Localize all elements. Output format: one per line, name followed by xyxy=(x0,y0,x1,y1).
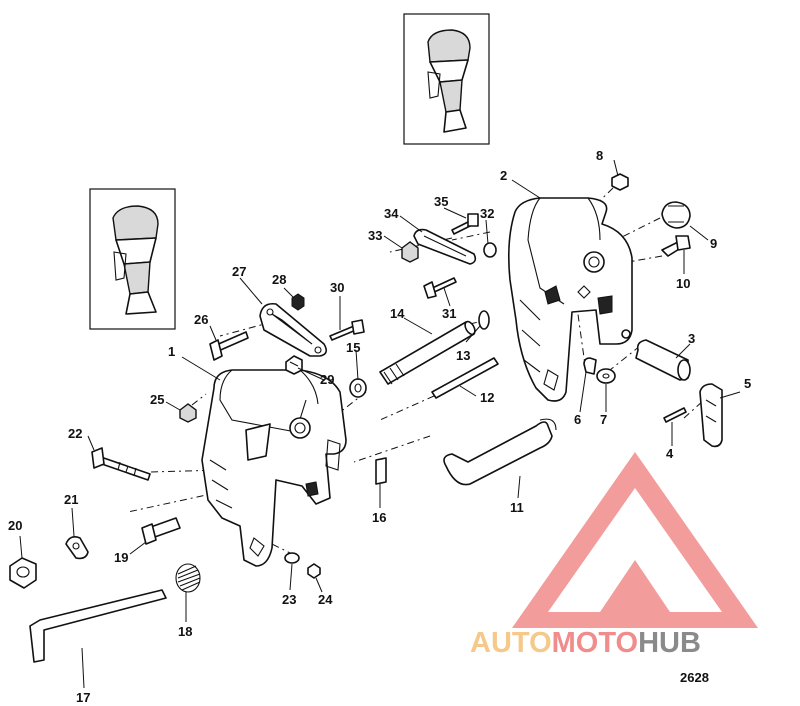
callout-28: 28 xyxy=(272,272,286,287)
callout-29: 29 xyxy=(320,372,334,387)
leader-lines xyxy=(19,159,741,689)
callout-30: 30 xyxy=(330,280,344,295)
part-21-tab-washer xyxy=(65,536,89,560)
callout-4: 4 xyxy=(666,446,674,461)
callout-11: 11 xyxy=(510,500,524,515)
part-8-nut xyxy=(611,173,629,191)
watermark-logo-icon xyxy=(512,452,758,628)
callout-20: 20 xyxy=(8,518,22,533)
outboard-motor-icon xyxy=(112,205,159,315)
callout-21: 21 xyxy=(64,492,78,507)
callout-13: 13 xyxy=(456,348,470,363)
part-18-spring xyxy=(175,563,201,593)
part-15-washer xyxy=(349,378,367,398)
part-1-left-bracket xyxy=(201,369,347,567)
callout-24: 24 xyxy=(318,592,333,607)
callout-10: 10 xyxy=(676,276,690,291)
part-25-nut xyxy=(179,403,197,423)
part-33-nut xyxy=(401,241,419,263)
part-30-bolt xyxy=(329,319,365,341)
part-3-pin xyxy=(635,339,691,381)
callout-14: 14 xyxy=(390,306,405,321)
callout-16: 16 xyxy=(372,510,386,525)
part-10-bolt xyxy=(661,235,691,257)
part-28-nut xyxy=(291,293,305,311)
part-5-clip xyxy=(699,383,723,448)
callout-32: 32 xyxy=(480,206,494,221)
callout-18: 18 xyxy=(178,624,192,639)
outboard-motor-icon xyxy=(427,29,471,133)
part-19-bolt xyxy=(141,517,181,545)
callout-7: 7 xyxy=(600,412,607,427)
part-4-small-pin xyxy=(663,407,687,423)
callout-1: 1 xyxy=(168,344,175,359)
callout-34: 34 xyxy=(384,206,399,221)
callout-15: 15 xyxy=(346,340,360,355)
callout-31: 31 xyxy=(442,306,456,321)
part-32-washer xyxy=(483,242,497,258)
callout-6: 6 xyxy=(574,412,581,427)
part-16-plate xyxy=(375,457,387,485)
callout-2: 2 xyxy=(500,168,507,183)
callout-19: 19 xyxy=(114,550,128,565)
callout-12: 12 xyxy=(480,390,494,405)
part-31-bolt xyxy=(423,277,457,299)
callout-22: 22 xyxy=(68,426,82,441)
callout-33: 33 xyxy=(368,228,382,243)
callout-17: 17 xyxy=(76,690,90,705)
part-34-link xyxy=(413,228,477,265)
callout-8: 8 xyxy=(596,148,603,163)
part-17-crank-rod xyxy=(29,589,167,663)
part-13-washer xyxy=(478,310,490,330)
part-26-bolt xyxy=(209,331,249,361)
part-27-link-plate xyxy=(259,302,328,357)
callout-9: 9 xyxy=(710,236,717,251)
part-29-nut xyxy=(285,355,303,375)
watermark-auto: AUTO xyxy=(470,627,552,659)
part-6-screw xyxy=(583,357,597,375)
part-11-handle xyxy=(443,418,557,486)
part-22-long-bolt xyxy=(91,447,151,481)
part-24-nut xyxy=(307,563,321,579)
part-20-nut xyxy=(9,557,37,589)
motor-reference-box-left xyxy=(89,188,176,330)
figure-number: 2628 xyxy=(680,670,709,685)
callout-35: 35 xyxy=(434,194,448,209)
callout-25: 25 xyxy=(150,392,164,407)
watermark-moto: MOTO xyxy=(552,627,638,659)
watermark-hub: HUB xyxy=(638,627,701,659)
callout-3: 3 xyxy=(688,331,695,346)
callout-labels: 1 2 3 4 5 6 7 8 9 10 11 12 13 14 15 16 1… xyxy=(8,148,751,705)
part-23-washer xyxy=(284,552,300,564)
part-2-right-bracket xyxy=(507,197,633,402)
part-9-cap-nut xyxy=(661,201,691,229)
callout-26: 26 xyxy=(194,312,208,327)
part-7-washer xyxy=(596,368,616,384)
callout-23: 23 xyxy=(282,592,296,607)
motor-reference-box-top xyxy=(403,13,490,145)
part-12-rod xyxy=(431,357,499,399)
callout-27: 27 xyxy=(232,264,246,279)
part-35-bolt xyxy=(451,213,479,235)
svg-text:AUTOMOTOHUB: AUTOMOTOHUB xyxy=(470,627,701,659)
callout-5: 5 xyxy=(744,376,751,391)
